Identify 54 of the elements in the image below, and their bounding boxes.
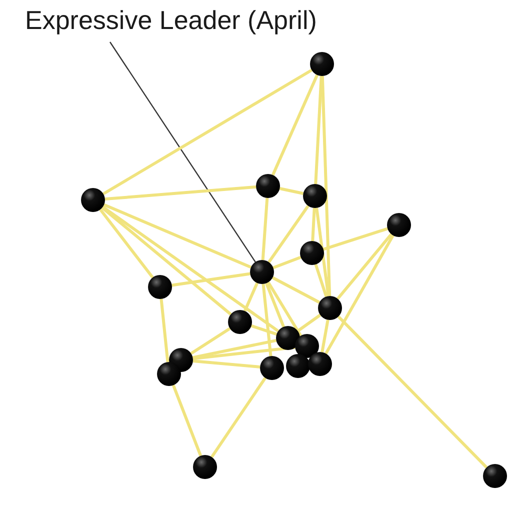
- network-link: [243, 282, 259, 312]
- node-label: Expressive Leader (April): [25, 6, 317, 36]
- network-node: [300, 241, 324, 265]
- network-node: [310, 52, 334, 76]
- network-link: [172, 272, 250, 287]
- network-link: [314, 264, 328, 298]
- network-link: [272, 276, 320, 304]
- network-link: [279, 187, 304, 195]
- network-link: [265, 282, 285, 328]
- network-link: [337, 316, 488, 468]
- network-link: [250, 324, 278, 336]
- network-link: [296, 314, 322, 332]
- leader-line: [110, 42, 256, 262]
- network-link: [192, 360, 260, 368]
- network-link: [320, 76, 332, 296]
- network-node: [286, 354, 310, 378]
- network-node: [303, 184, 327, 208]
- network-link: [322, 227, 388, 251]
- network-link: [160, 298, 170, 362]
- network-link: [262, 284, 272, 356]
- network-node: [148, 275, 172, 299]
- network-node: [483, 464, 507, 488]
- network-node: [250, 260, 274, 284]
- network-link: [311, 208, 316, 242]
- network-link: [271, 74, 319, 176]
- network-link: [315, 208, 330, 296]
- network-link: [336, 233, 392, 300]
- network-link: [102, 68, 312, 196]
- network-node: [387, 213, 411, 237]
- network-link: [172, 384, 202, 456]
- network-link: [266, 281, 302, 337]
- network-node: [228, 310, 252, 334]
- network-node: [308, 352, 332, 376]
- network-link: [320, 320, 330, 352]
- network-link: [268, 204, 310, 264]
- network-link: [102, 206, 280, 332]
- network-node: [193, 455, 217, 479]
- network-node: [81, 188, 105, 212]
- network-link: [192, 338, 277, 360]
- network-node: [157, 362, 181, 386]
- network-node: [260, 356, 284, 380]
- network-link: [104, 185, 256, 201]
- network-link: [314, 76, 323, 184]
- network-link: [210, 377, 267, 458]
- network-link: [103, 203, 252, 269]
- network-link: [324, 234, 394, 354]
- network-link: [192, 346, 296, 360]
- network-link: [272, 256, 302, 270]
- network-link: [190, 327, 231, 355]
- network-link: [99, 208, 154, 278]
- network-node: [318, 296, 342, 320]
- network-node: [256, 174, 280, 198]
- network-link: [261, 198, 269, 260]
- network-link: [101, 206, 232, 316]
